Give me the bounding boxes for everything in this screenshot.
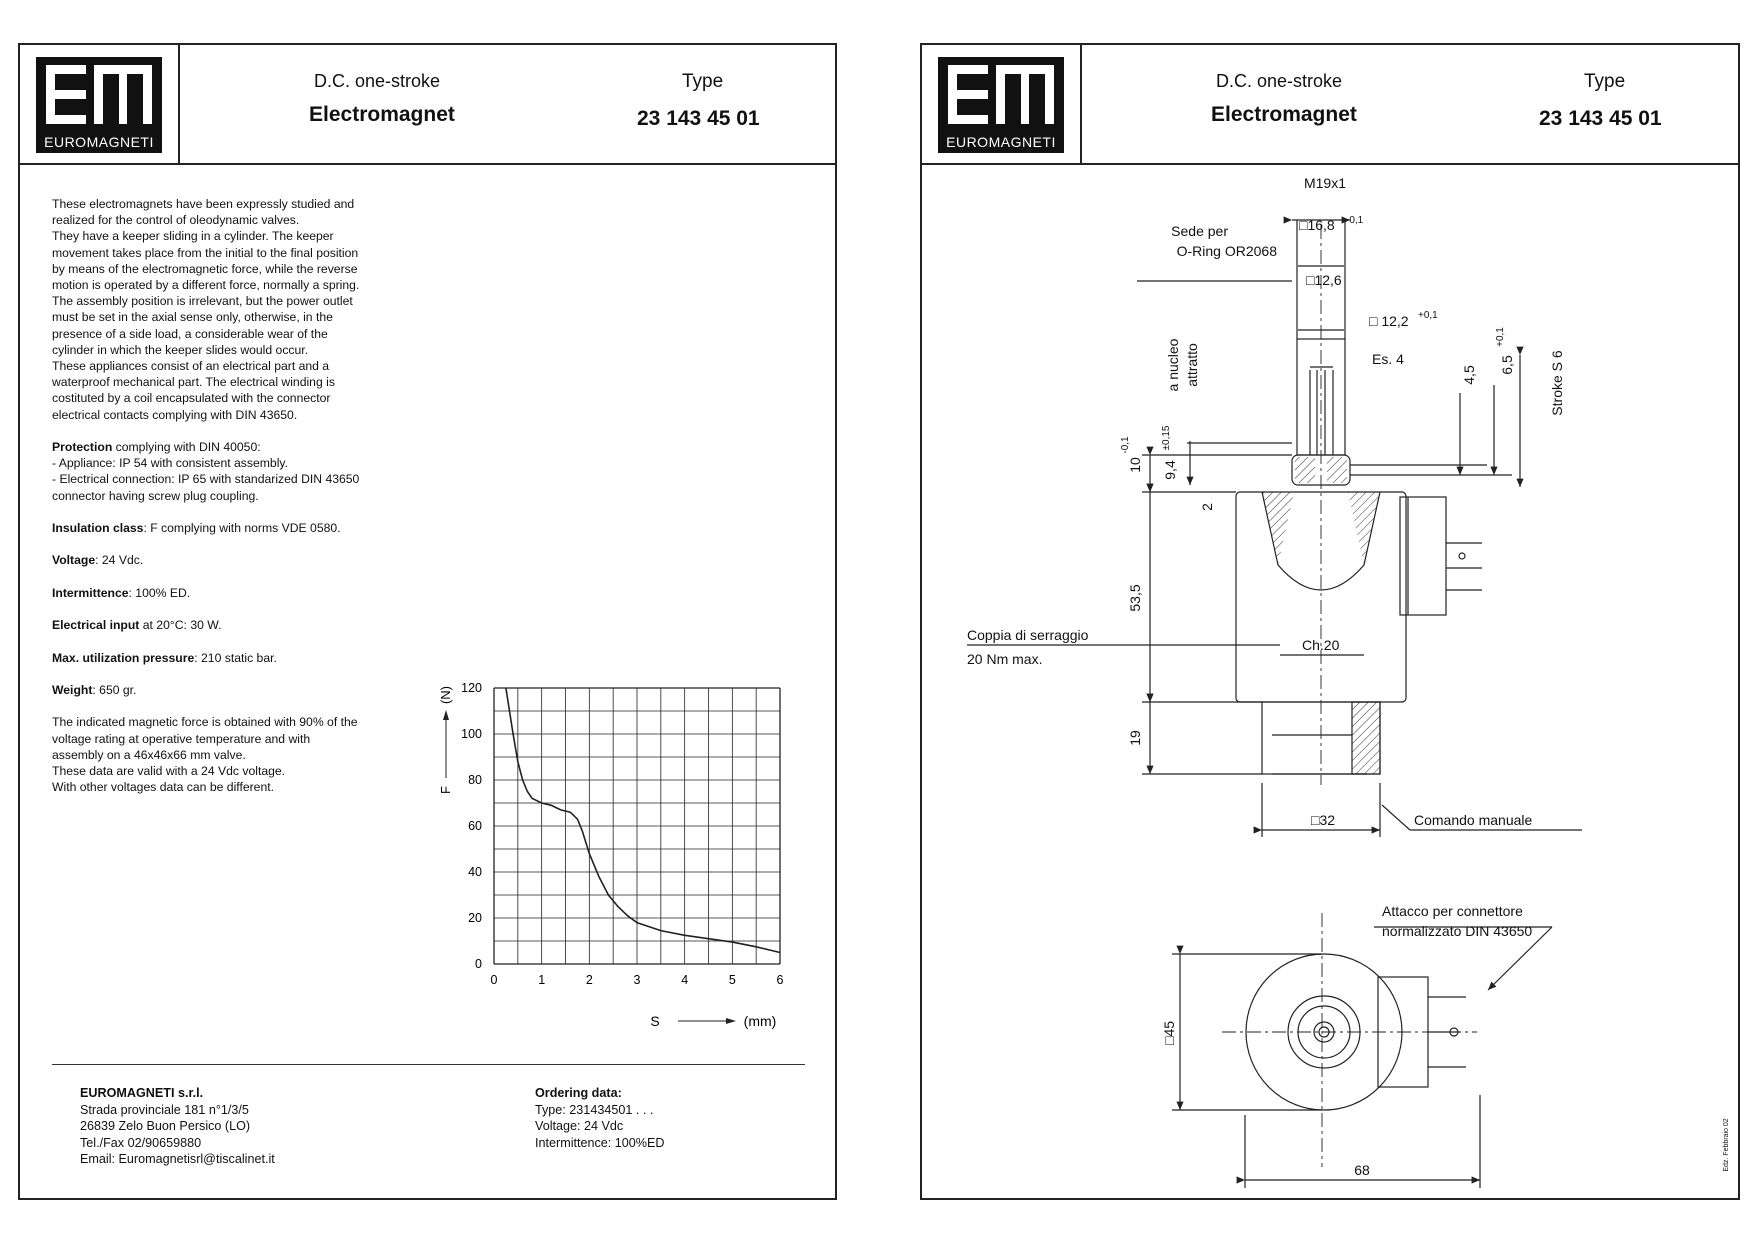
edition-note: Edz. Febbraio 02 — [1723, 1118, 1730, 1171]
dim-6-5-tol: +0,1 — [1495, 327, 1506, 347]
header-title: Electromagnet — [1211, 103, 1357, 126]
x-axis-unit: (mm) — [744, 1013, 777, 1029]
connector-plug — [1399, 496, 1447, 616]
ordering-title: Ordering data: — [535, 1086, 622, 1100]
y-tick-label: 100 — [461, 727, 482, 741]
dim-m19: M19x1 — [1304, 175, 1346, 191]
header-title: Electromagnet — [309, 103, 455, 126]
logo-text: EUROMAGNETI — [44, 134, 154, 150]
dim-10: 10 — [1127, 457, 1143, 473]
spec-electrical-input: Electrical input at 20°C: 30 W. — [52, 618, 222, 633]
dim-9-4: 9,4 — [1162, 460, 1178, 480]
x-tick-label: 4 — [681, 973, 688, 987]
logo-cell: EUROMAGNETI — [922, 45, 1082, 163]
y-tick-label: 60 — [468, 819, 482, 833]
spec-voltage: Voltage: 24 Vdc. — [52, 553, 144, 568]
datasheet-page-1: EUROMAGNETI D.C. one-stroke Electromagne… — [18, 43, 837, 1200]
ordering-intermittence: Intermittence: 100%ED — [535, 1135, 665, 1150]
x-axis-label: S — [650, 1013, 659, 1029]
y-tick-label: 0 — [475, 957, 482, 971]
address-city: 26839 Zelo Buon Persico (LO) — [80, 1119, 251, 1133]
y-tick-label: 20 — [468, 911, 482, 925]
address-email: Email: Euromagnetisrl@tiscalinet.it — [80, 1152, 275, 1166]
description-paragraph: These electromagnets have been expressly… — [52, 197, 360, 422]
label-oring: O-Ring OR2068 — [1177, 243, 1278, 259]
dim-12-6: □12,6 — [1306, 272, 1342, 288]
label-attratto: attratto — [1184, 343, 1200, 387]
x-tick-label: 6 — [777, 973, 784, 987]
protection-paragraph: Protection complying with DIN 40050: - A… — [52, 440, 360, 503]
logo-cell: EUROMAGNETI — [20, 45, 180, 163]
y-tick-label: 80 — [468, 773, 482, 787]
company-name: EUROMAGNETI s.r.l. — [80, 1086, 204, 1100]
header-subtitle: D.C. one-stroke — [1216, 71, 1343, 91]
label-attacco: Attacco per connettore — [1382, 903, 1523, 919]
dim-68: 68 — [1354, 1162, 1370, 1178]
technical-drawing: M19x1 Sede per O-Ring OR2068 □16,8 -0,1 … — [967, 175, 1730, 1188]
label-nm: 20 Nm max. — [967, 651, 1042, 667]
euromagneti-logo: EUROMAGNETI — [36, 57, 162, 153]
header: EUROMAGNETI D.C. one-stroke Electromagne… — [20, 45, 835, 165]
label-sede-per: Sede per — [1171, 223, 1228, 239]
y-axis-title: F (N) — [438, 686, 453, 794]
x-tick-label: 2 — [586, 973, 593, 987]
euromagneti-logo: EUROMAGNETI — [938, 57, 1064, 153]
x-tick-label: 5 — [729, 973, 736, 987]
spec-pressure: Max. utilization pressure: 210 static ba… — [52, 650, 277, 665]
dim-53-5: 53,5 — [1127, 584, 1143, 611]
force-curve — [505, 687, 781, 954]
x-tick-label: 1 — [538, 973, 545, 987]
dim-16-8-tol: -0,1 — [1346, 215, 1364, 226]
dim-6-5: 6,5 — [1499, 355, 1515, 375]
type-number: 23 143 45 01 — [1539, 107, 1662, 130]
spec-intermittence: Intermittence: 100% ED. — [52, 585, 191, 600]
dim-ch20: Ch.20 — [1302, 637, 1340, 653]
label-din: normalizzato DIN 43650 — [1382, 923, 1532, 939]
dim-4-5: 4,5 — [1461, 365, 1477, 385]
logo-text: EUROMAGNETI — [946, 134, 1056, 150]
footer-divider — [52, 1064, 805, 1065]
dim-2: 2 — [1199, 503, 1215, 511]
type-number: 23 143 45 01 — [637, 107, 760, 130]
label-a-nucleo: a nucleo — [1165, 338, 1181, 391]
type-label: Type — [682, 71, 724, 92]
spec-weight: Weight: 650 gr. — [52, 682, 137, 697]
dim-45: □45 — [1161, 1021, 1177, 1045]
em-logo-icon — [948, 65, 1054, 124]
dim-19: 19 — [1127, 730, 1143, 746]
label-coppia: Coppia di serraggio — [967, 627, 1089, 643]
y-axis-unit: (N) — [438, 686, 453, 704]
x-tick-label: 0 — [491, 973, 498, 987]
type-label: Type — [1584, 71, 1626, 92]
dim-12-2-tol: +0,1 — [1418, 310, 1438, 321]
label-comando-manuale: Comando manuale — [1414, 812, 1533, 828]
company-address: EUROMAGNETI s.r.l. Strada provinciale 18… — [80, 1085, 275, 1168]
ordering-data: Ordering data: Type: 231434501 . . . Vol… — [535, 1085, 665, 1151]
dim-10-tol: -0,1 — [1120, 436, 1131, 454]
dim-32: □32 — [1311, 812, 1335, 828]
dim-9-4-tol: ±0,15 — [1161, 425, 1172, 450]
address-phone: Tel./Fax 02/90659880 — [80, 1135, 202, 1150]
x-tick-label: 3 — [634, 973, 641, 987]
address-street: Strada provinciale 181 n°1/3/5 — [80, 1102, 249, 1117]
label-stroke: Stroke S 6 — [1549, 350, 1565, 416]
ordering-voltage: Voltage: 24 Vdc — [535, 1119, 624, 1133]
header-subtitle: D.C. one-stroke — [314, 71, 441, 91]
dim-es4: Es. 4 — [1372, 351, 1404, 367]
dim-12-2: □ 12,2 — [1369, 313, 1409, 329]
datasheet-page-2: EUROMAGNETI D.C. one-stroke Electromagne… — [920, 43, 1740, 1200]
spec-insulation: Insulation class: F complying with norms… — [52, 521, 341, 536]
em-logo-icon — [46, 65, 152, 124]
y-axis-label: F — [438, 786, 453, 794]
ordering-type: Type: 231434501 . . . — [535, 1102, 654, 1117]
y-tick-label: 120 — [461, 681, 482, 695]
header: EUROMAGNETI D.C. one-stroke Electromagne… — [922, 45, 1738, 165]
y-tick-label: 40 — [468, 865, 482, 879]
x-axis-title: S (mm) — [650, 1013, 776, 1029]
note-paragraph: The indicated magnetic force is obtained… — [52, 715, 358, 795]
dim-16-8: □16,8 — [1299, 217, 1335, 233]
specification-text: These electromagnets have been expressly… — [52, 196, 397, 812]
